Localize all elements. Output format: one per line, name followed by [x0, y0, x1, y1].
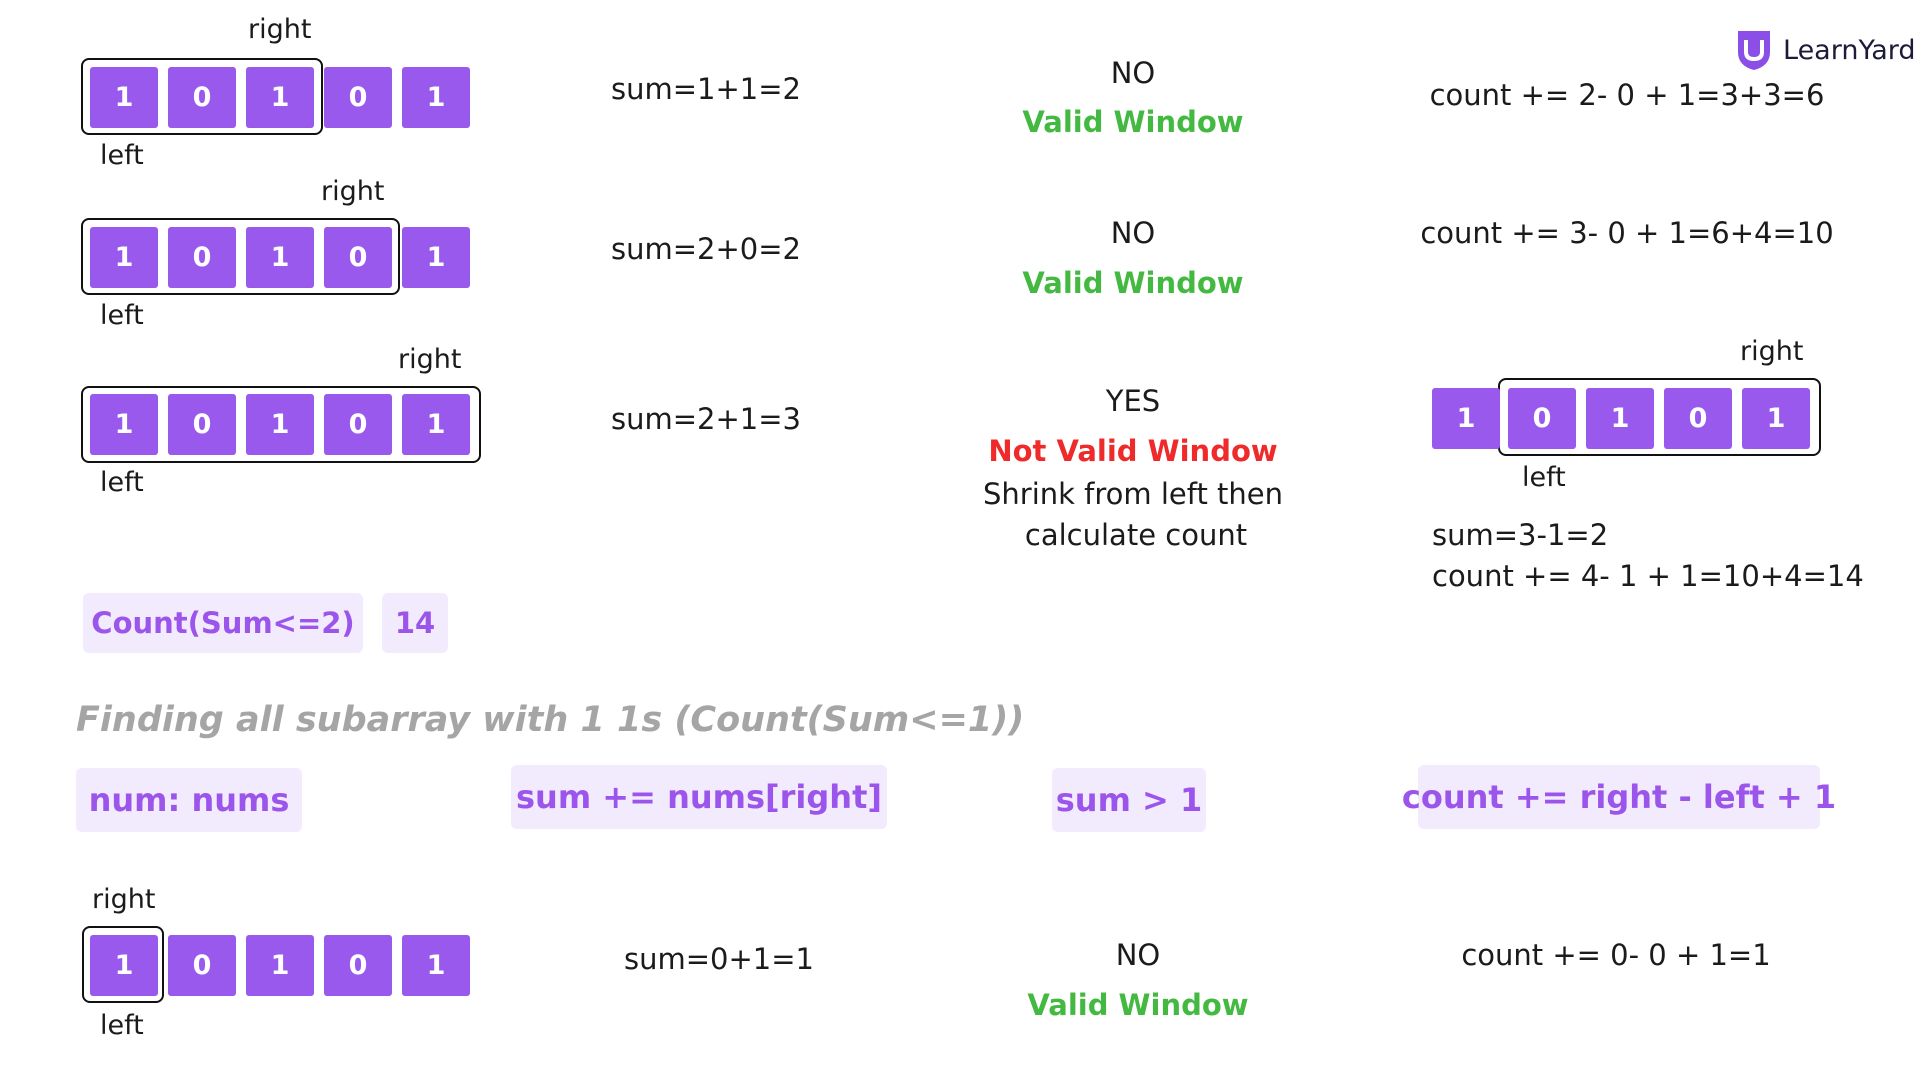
array-cell: 1	[246, 67, 314, 128]
array-cell: 1	[246, 227, 314, 288]
array-cell: 1	[1432, 388, 1500, 449]
array-cell: 0	[1664, 388, 1732, 449]
array-cell: 0	[324, 67, 392, 128]
array-cell: 1	[402, 394, 470, 455]
array-cell: 0	[168, 935, 236, 996]
array-cell: 1	[402, 227, 470, 288]
right-pointer-label: right	[321, 176, 385, 207]
window-status: Valid Window	[1022, 266, 1244, 300]
left-pointer-label: left	[100, 1010, 144, 1041]
array-cell: 1	[90, 394, 158, 455]
window-status: Not Valid Window	[988, 434, 1278, 468]
legend-sum-chip: sum += nums[right]	[511, 765, 887, 829]
array-cell: 1	[1586, 388, 1654, 449]
right-pointer-label: right	[1740, 336, 1804, 367]
array-cell: 0	[168, 394, 236, 455]
condition-answer: NO	[1110, 56, 1156, 90]
left-pointer-label: left	[1522, 462, 1566, 493]
learnyard-logo: LearnYard	[1735, 28, 1916, 72]
window-box	[81, 218, 400, 295]
count-expression: count += 0- 0 + 1=1	[1461, 938, 1771, 972]
left-pointer-label: left	[100, 140, 144, 171]
left-pointer-label: left	[100, 467, 144, 498]
array-cell: 1	[90, 227, 158, 288]
window-box	[81, 386, 481, 463]
updated-count: count += 4- 1 + 1=10+4=14	[1432, 559, 1864, 593]
result-label-chip: Count(Sum<=2)	[83, 593, 363, 653]
brand-name: LearnYard	[1783, 34, 1916, 66]
condition-answer: YES	[1105, 384, 1161, 418]
updated-sum: sum=3-1=2	[1432, 518, 1609, 552]
sum-expression: sum=2+0=2	[611, 232, 801, 266]
shield-logo-icon	[1738, 31, 1770, 70]
array-cell: 1	[402, 935, 470, 996]
window-box	[82, 926, 164, 1003]
legend-count-chip: count += right - left + 1	[1402, 765, 1836, 829]
result-value-chip: 14	[382, 593, 448, 653]
left-pointer-label: left	[100, 300, 144, 331]
array-cell: 0	[324, 227, 392, 288]
right-pointer-label: right	[92, 884, 156, 915]
window-box	[81, 58, 323, 135]
sum-expression: sum=0+1=1	[624, 942, 814, 976]
array-cell: 1	[246, 394, 314, 455]
array-cell: 1	[90, 935, 158, 996]
window-status: Valid Window	[1027, 988, 1249, 1022]
array-cell: 1	[402, 67, 470, 128]
legend-condition-chip: sum > 1	[1052, 768, 1206, 832]
count-expression: count += 3- 0 + 1=6+4=10	[1420, 216, 1834, 250]
shrink-instruction: calculate count	[1024, 518, 1248, 552]
array-cell: 0	[168, 227, 236, 288]
sum-expression: sum=2+1=3	[611, 402, 801, 436]
array-cell: 1	[1742, 388, 1810, 449]
array-cell: 1	[246, 935, 314, 996]
condition-answer: NO	[1110, 216, 1156, 250]
section-heading: Finding all subarray with 1 1s (Count(Su…	[76, 700, 1025, 740]
array-cell: 0	[324, 935, 392, 996]
array-cell: 0	[324, 394, 392, 455]
array-cell: 1	[90, 67, 158, 128]
count-expression: count += 2- 0 + 1=3+3=6	[1429, 78, 1825, 112]
shrink-instruction: Shrink from left then	[982, 477, 1284, 511]
sum-expression: sum=1+1=2	[611, 72, 801, 106]
right-pointer-label: right	[398, 344, 462, 375]
window-status: Valid Window	[1022, 105, 1244, 139]
legend-num-chip: num: nums	[76, 768, 302, 832]
array-cell: 0	[1508, 388, 1576, 449]
condition-answer: NO	[1115, 938, 1161, 972]
right-pointer-label: right	[248, 14, 312, 45]
array-cell: 0	[168, 67, 236, 128]
